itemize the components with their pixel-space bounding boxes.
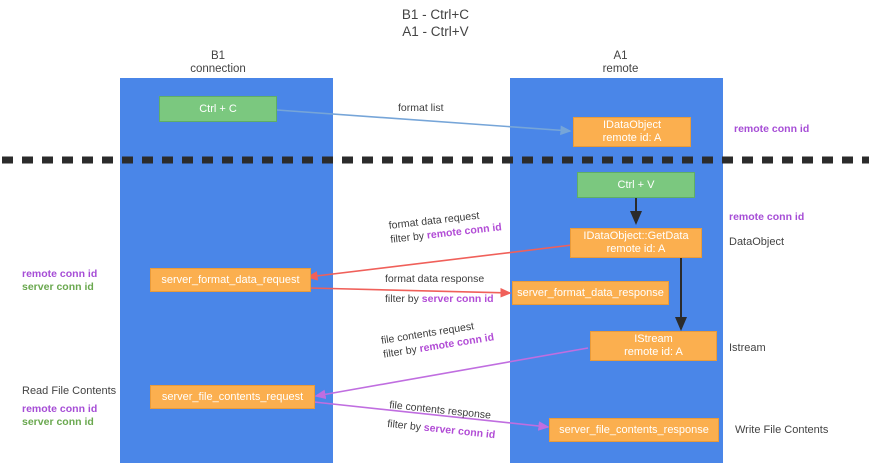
box-istream[interactable]: IStream remote id: A (590, 331, 717, 361)
box-server-format-data-response-label: server_format_data_response (517, 286, 664, 299)
diagram-title: B1 - Ctrl+C A1 - Ctrl+V (401, 7, 470, 39)
box-server-file-contents-response[interactable]: server_file_contents_response (549, 418, 719, 442)
box-server-format-data-request-label: server_format_data_request (161, 273, 300, 286)
right-label-dataobject: DataObject (729, 236, 785, 248)
box-istream-line2: remote id: A (624, 346, 683, 358)
left-label-remote-conn-id-2: remote conn id (22, 403, 98, 415)
edge-label-file-contents-request: file contents request filter by remote c… (380, 316, 495, 361)
edge-label-format-data-response: format data response filter by server co… (385, 272, 494, 306)
filter-value-server-conn-id-2: server conn id (423, 421, 496, 442)
box-ctrl-v[interactable]: Ctrl + V (577, 172, 695, 198)
box-server-format-data-response[interactable]: server_format_data_response (512, 281, 669, 305)
box-idataobject-line2: remote id: A (602, 132, 662, 144)
box-ctrl-v-label: Ctrl + V (617, 178, 655, 191)
box-server-file-contents-request-label: server_file_contents_request (161, 390, 304, 403)
edge-label-format-data-request: format data request filter by remote con… (388, 206, 502, 247)
filter-prefix-2: filter by (385, 293, 422, 305)
box-ctrl-c[interactable]: Ctrl + C (159, 96, 277, 122)
box-istream-line1: IStream (634, 333, 673, 345)
right-label-remote-conn-id-mid: remote conn id (729, 211, 805, 223)
lane-title-left: B1 connection (190, 50, 246, 75)
box-idataobject-getdata[interactable]: IDataObject::GetData remote id: A (570, 228, 702, 258)
edge-label-format-data-response-line1: format data response (385, 273, 485, 285)
filter-value-server-conn-id: server conn id (421, 293, 494, 305)
box-getdata-line1: IDataObject::GetData (583, 230, 689, 242)
left-label-remote-conn-id: remote conn id (22, 268, 98, 280)
right-label-write-file-contents: Write File Contents (735, 424, 829, 436)
left-label-server-conn-id: server conn id (22, 281, 94, 293)
right-label-istream: Istream (729, 342, 766, 354)
box-idataobject-line1: IDataObject (602, 119, 662, 131)
edge-label-format-list: format list (398, 101, 444, 115)
box-getdata-line2: remote id: A (606, 243, 666, 255)
edge-label-format-data-response-line2: filter by server conn id (385, 292, 494, 306)
left-label-server-conn-id-2: server conn id (22, 416, 94, 428)
box-server-file-contents-response-label: server_file_contents_response (559, 423, 709, 436)
lane-title-right: A1 remote (602, 50, 639, 75)
filter-prefix-4: filter by (386, 417, 425, 434)
right-label-remote-conn-id-top: remote conn id (734, 123, 810, 135)
box-server-format-data-request[interactable]: server_format_data_request (150, 268, 311, 292)
filter-prefix: filter by (389, 229, 428, 246)
box-server-file-contents-request[interactable]: server_file_contents_request (150, 385, 315, 409)
left-label-read-file-contents: Read File Contents (22, 385, 117, 397)
edge-label-file-contents-response: file contents response filter by server … (387, 398, 498, 442)
box-ctrl-c-label: Ctrl + C (199, 102, 237, 115)
box-idataobject[interactable]: IDataObject remote id: A (573, 117, 691, 147)
edge-label-format-list-text: format list (398, 102, 444, 114)
